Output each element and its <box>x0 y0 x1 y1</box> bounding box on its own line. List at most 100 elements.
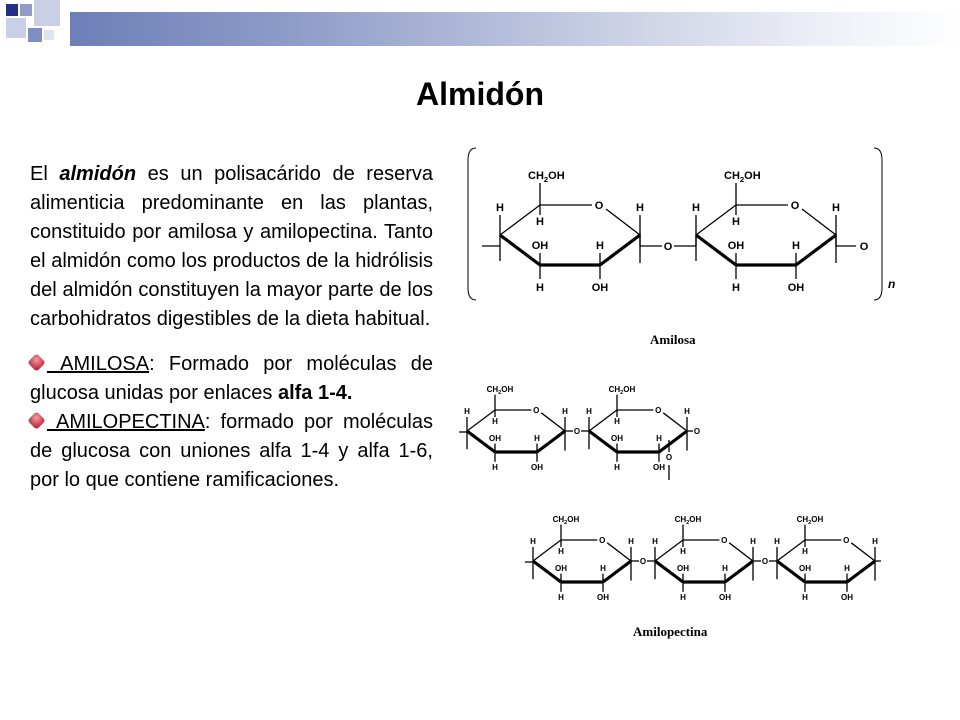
bond-line <box>695 233 737 267</box>
bond-line <box>605 208 641 236</box>
amilopectina-caption: Amilopectina <box>633 624 708 639</box>
atom-label: OH <box>597 593 609 602</box>
atom-label: OH <box>677 564 689 573</box>
atom-label: H <box>534 434 540 443</box>
atom-label: H <box>530 537 536 546</box>
bracket-right <box>873 147 883 301</box>
atom-label: O <box>721 536 727 545</box>
bond-line <box>662 412 688 432</box>
amilopectina-structure: OCH2OHHHHOHHHOHOOCH2OHHHHOHHHOHOOOCH2OHH… <box>459 385 881 602</box>
atom-label: OH <box>611 434 623 443</box>
atom-label: O <box>666 453 672 462</box>
atom-label: OH <box>728 240 745 252</box>
atom-label: CH2OH <box>797 515 824 526</box>
atom-label: O <box>762 557 768 566</box>
bond-line <box>658 429 688 454</box>
atom-label: CH2OH <box>675 515 702 526</box>
atom-label: O <box>599 536 605 545</box>
amilosa-item: AMILOSA: Formado por moléculas de glucos… <box>27 350 433 408</box>
deco-square <box>44 30 54 40</box>
atom-label: H <box>596 240 604 252</box>
atom-label: H <box>774 537 780 546</box>
atom-label: H <box>732 216 740 228</box>
atom-label: OH <box>719 593 731 602</box>
bond-line <box>776 539 806 562</box>
atom-label: H <box>844 564 850 573</box>
atom-label: O <box>694 427 700 436</box>
slide-title: Almidón <box>416 76 544 112</box>
bond-line <box>588 409 618 432</box>
atom-label: H <box>802 593 808 602</box>
atom-label: H <box>872 537 878 546</box>
atom-label: H <box>536 282 544 294</box>
bond-line <box>724 559 754 584</box>
atom-label: H <box>792 240 800 252</box>
atom-label: O <box>533 406 539 415</box>
atom-label: H <box>636 202 644 214</box>
deco-square <box>20 4 32 16</box>
colon: : <box>204 411 211 433</box>
amilosa-text: Formado por moléculas de glucosa unidas … <box>30 353 433 404</box>
bond-line <box>536 429 566 454</box>
amilopectina-item: AMILOPECTINA: formado por moléculas de g… <box>27 408 433 495</box>
bond-line <box>532 559 562 584</box>
bond-line <box>466 409 496 432</box>
atom-label: H <box>496 202 504 214</box>
atom-label: O <box>640 557 646 566</box>
atom-label: H <box>558 593 564 602</box>
atom-label: OH <box>653 463 665 472</box>
deco-square <box>6 4 18 16</box>
atom-label: H <box>722 564 728 573</box>
atom-label: H <box>652 537 658 546</box>
atom-label: H <box>558 547 564 556</box>
bond-line <box>795 233 837 267</box>
bond-line <box>466 429 496 454</box>
atom-label: H <box>492 417 498 426</box>
atom-label: H <box>656 434 662 443</box>
amilosa-term: AMILOSA <box>47 353 150 375</box>
bracket-left <box>467 147 477 301</box>
atom-label: OH <box>555 564 567 573</box>
repeat-n: n <box>888 277 895 291</box>
bond-line <box>599 233 641 267</box>
atom-label: CH2OH <box>487 385 514 396</box>
atom-label: H <box>586 407 592 416</box>
atom-label: H <box>614 417 620 426</box>
atom-label: H <box>732 282 740 294</box>
atom-label: OH <box>532 240 549 252</box>
atom-label: O <box>655 406 661 415</box>
bond-line <box>540 412 566 432</box>
atom-label: O <box>664 241 673 253</box>
bond-line <box>654 559 684 584</box>
atom-label: H <box>628 537 634 546</box>
atom-label: CH2OH <box>553 515 580 526</box>
atom-label: CH2OH <box>528 170 565 184</box>
colon: : <box>149 353 155 375</box>
atom-label: H <box>536 216 544 228</box>
atom-label: CH2OH <box>724 170 761 184</box>
amilosa-bond: alfa 1-4. <box>277 382 353 404</box>
atom-label: H <box>832 202 840 214</box>
bond-line <box>606 542 632 562</box>
bond-line <box>776 559 806 584</box>
atom-label: H <box>680 547 686 556</box>
intro-text: El <box>30 163 60 185</box>
atom-label: O <box>574 427 580 436</box>
atom-label: H <box>600 564 606 573</box>
deco-square <box>6 18 26 38</box>
atom-label: H <box>684 407 690 416</box>
body-text: El almidón es un polisacárido de reserva… <box>27 160 433 495</box>
intro-paragraph: El almidón es un polisacárido de reserva… <box>30 160 433 334</box>
flower-bullet-icon <box>27 353 46 372</box>
atom-label: OH <box>592 282 609 294</box>
atom-label: H <box>614 463 620 472</box>
atom-label: H <box>492 463 498 472</box>
bond-line <box>695 204 737 236</box>
amilopectina-diagram: OCH2OHHHHOHHHOHOOCH2OHHHHOHHHOHOOOCH2OHH… <box>459 385 881 602</box>
atom-label: H <box>750 537 756 546</box>
intro-text: es un polisacárido de reserva alimentici… <box>30 163 433 330</box>
atom-label: O <box>860 241 869 253</box>
atom-label: O <box>791 200 800 212</box>
atom-label: O <box>843 536 849 545</box>
bond-line <box>850 542 876 562</box>
